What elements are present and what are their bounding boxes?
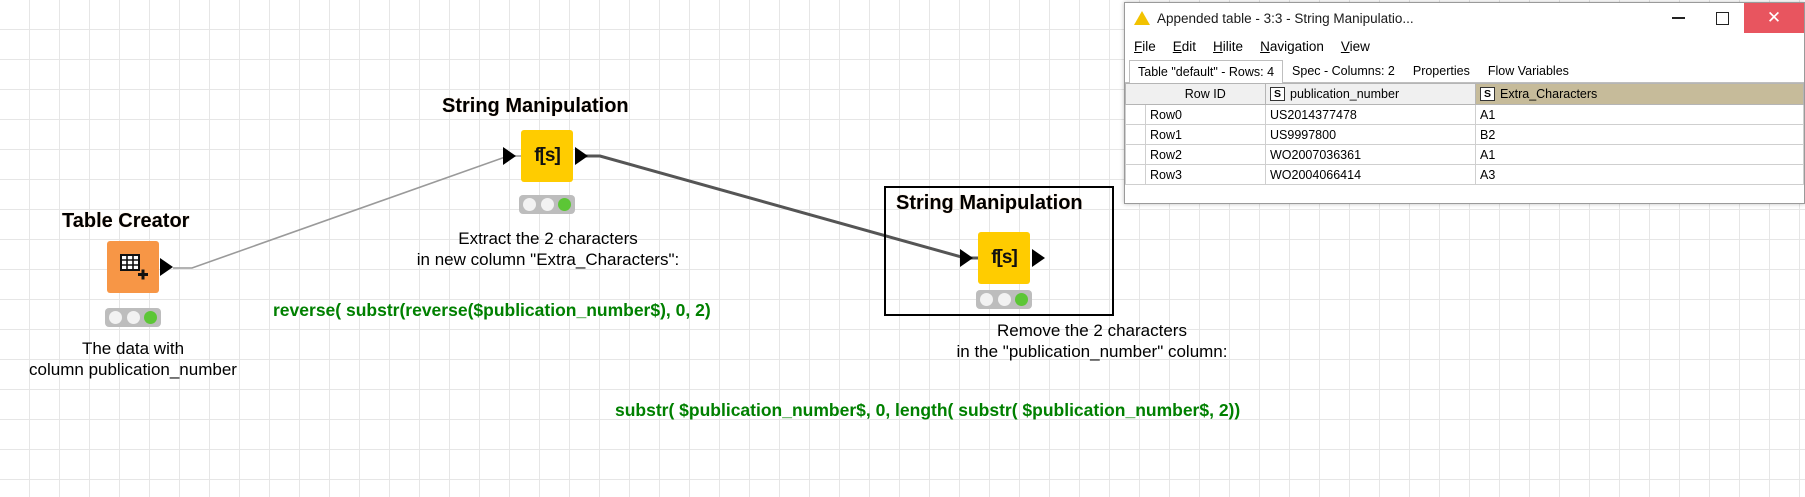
status-lights-string-manipulation-2 <box>976 290 1032 309</box>
tab-flow-variables[interactable]: Flow Variables <box>1487 64 1569 78</box>
tab-table-default[interactable]: Table "default" - Rows: 4 <box>1129 60 1284 83</box>
port-in-string-manipulation-1[interactable] <box>503 147 516 165</box>
table-plus-icon <box>120 254 148 280</box>
cell-row-id: Row1 <box>1145 124 1266 145</box>
status-light-red <box>523 198 537 211</box>
port-out-string-manipulation-1[interactable] <box>575 147 588 165</box>
node-body-string-manipulation-2[interactable]: f[s] <box>978 232 1030 284</box>
status-light-green <box>1014 293 1028 306</box>
status-lights-table-creator <box>105 308 161 327</box>
cell-publication-number: WO2007036361 <box>1265 144 1476 165</box>
port-out-string-manipulation-2[interactable] <box>1032 249 1045 267</box>
cell-publication-number: US9997800 <box>1265 124 1476 145</box>
cell-extra-characters: A1 <box>1475 104 1804 125</box>
table-row[interactable]: Row2 WO2007036361 A1 <box>1125 144 1804 165</box>
knime-triangle-icon <box>1134 11 1150 25</box>
cell-extra-characters: A1 <box>1475 144 1804 165</box>
minimize-icon <box>1671 17 1685 19</box>
status-light-yellow <box>540 198 554 211</box>
cell-extra-characters: A3 <box>1475 164 1804 185</box>
status-light-green <box>557 198 571 211</box>
cell-publication-number: WO2004066414 <box>1265 164 1476 185</box>
table-row[interactable]: Row0 US2014377478 A1 <box>1125 104 1804 125</box>
string-type-icon: S <box>1270 87 1286 102</box>
cell-row-id: Row3 <box>1145 164 1266 185</box>
cell-row-id: Row2 <box>1145 144 1266 165</box>
column-header-row-id[interactable]: Row ID <box>1145 83 1266 105</box>
column-header-label: publication_number <box>1290 86 1400 101</box>
minimize-button[interactable] <box>1656 3 1700 33</box>
cell-row-id: Row0 <box>1145 104 1266 125</box>
node-caption-string-manipulation-1: Extract the 2 characters in new column "… <box>416 229 680 270</box>
window-title-bar[interactable]: Appended table - 3:3 - String Manipulati… <box>1125 3 1804 34</box>
function-string-icon: f[s] <box>991 247 1018 268</box>
string-type-icon: S <box>1480 87 1496 102</box>
maximize-icon <box>1715 11 1729 25</box>
window-title: Appended table - 3:3 - String Manipulati… <box>1157 10 1414 26</box>
node-caption-string-manipulation-2: Remove the 2 characters in the "publicat… <box>956 321 1228 362</box>
status-light-yellow <box>126 311 140 324</box>
node-body-table-creator[interactable] <box>107 241 159 293</box>
table-view-window[interactable]: Appended table - 3:3 - String Manipulati… <box>1124 2 1805 204</box>
menu-item-edit[interactable]: Edit <box>1172 38 1197 54</box>
menu-item-view[interactable]: View <box>1340 38 1370 54</box>
status-lights-string-manipulation-1 <box>519 195 575 214</box>
tab-bar[interactable]: Table "default" - Rows: 4 Spec - Columns… <box>1125 58 1804 83</box>
status-light-red <box>980 293 994 306</box>
cell-extra-characters: B2 <box>1475 124 1804 145</box>
close-button[interactable]: ✕ <box>1744 3 1804 33</box>
status-light-yellow <box>997 293 1011 306</box>
row-hilite-handle[interactable] <box>1125 124 1146 145</box>
menu-item-file[interactable]: File <box>1134 38 1156 54</box>
node-title-string-manipulation-1: String Manipulation <box>442 95 629 117</box>
status-light-red <box>109 311 123 324</box>
column-header-extra-characters[interactable]: S Extra_Characters <box>1475 83 1804 105</box>
status-light-green <box>143 311 157 324</box>
table-row[interactable]: Row3 WO2004066414 A3 <box>1125 164 1804 185</box>
cell-publication-number: US2014377478 <box>1265 104 1476 125</box>
tab-spec-columns[interactable]: Spec - Columns: 2 <box>1292 64 1395 78</box>
function-string-icon: f[s] <box>534 145 561 166</box>
table-row[interactable]: Row1 US9997800 B2 <box>1125 124 1804 145</box>
column-header-label: Extra_Characters <box>1500 86 1598 101</box>
node-body-string-manipulation-1[interactable]: f[s] <box>521 130 573 182</box>
node-title-table-creator: Table Creator <box>62 210 190 232</box>
expression-extract: reverse( substr(reverse($publication_num… <box>273 300 711 320</box>
maximize-button[interactable] <box>1700 3 1744 33</box>
menu-item-hilite[interactable]: Hilite <box>1213 38 1244 54</box>
row-hilite-handle[interactable] <box>1125 144 1146 165</box>
expression-remove: substr( $publication_number$, 0, length(… <box>615 400 1241 420</box>
node-title-string-manipulation-2: String Manipulation <box>896 192 1083 214</box>
table-corner-cell <box>1125 83 1146 105</box>
port-in-string-manipulation-2[interactable] <box>960 249 973 267</box>
annotation-box-string-manipulation-2[interactable] <box>884 186 1114 316</box>
node-caption-table-creator: The data with column publication_number <box>29 339 237 380</box>
row-hilite-handle[interactable] <box>1125 164 1146 185</box>
menu-bar[interactable]: File Edit Hilite Navigation View <box>1125 34 1804 58</box>
close-icon: ✕ <box>1766 8 1782 27</box>
port-out-table-creator[interactable] <box>160 258 173 276</box>
tab-properties[interactable]: Properties <box>1412 64 1470 78</box>
table-body: Row0 US2014377478 A1 Row1 US9997800 B2 R… <box>1125 104 1804 185</box>
menu-item-navigation[interactable]: Navigation <box>1260 38 1324 54</box>
row-hilite-handle[interactable] <box>1125 104 1146 125</box>
